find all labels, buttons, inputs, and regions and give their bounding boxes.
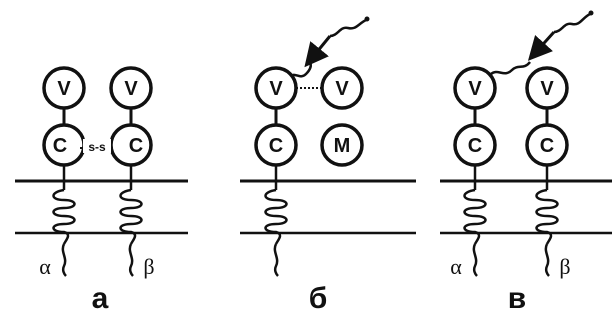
c-domain-label: C — [129, 135, 143, 157]
transmembrane-helix — [264, 188, 288, 245]
panel-a: V C α V C β s-s а — [15, 66, 188, 315]
m-domain-circle — [320, 123, 364, 167]
cytoplasmic-tail — [273, 243, 279, 277]
v-domain-label: V — [124, 78, 138, 100]
transmembrane-helix — [119, 188, 143, 245]
disulfide-bond-label: s-s — [88, 140, 106, 154]
v-domain-circle — [320, 66, 364, 110]
cytoplasmic-tail — [61, 243, 67, 277]
binding-arrow — [304, 35, 332, 68]
antigen-dot — [588, 10, 594, 16]
cytoplasmic-tail — [128, 243, 134, 277]
crosslink-squiggle — [289, 61, 313, 78]
c-domain-label: C — [540, 135, 554, 157]
binding-arrow — [527, 30, 556, 61]
v-domain-label: V — [269, 78, 283, 100]
c-domain-label: C — [269, 135, 283, 157]
crosslink-squiggle — [490, 61, 531, 76]
v-domain-label: V — [468, 78, 482, 100]
alpha-label: α — [39, 254, 51, 279]
antigen-squiggle — [553, 12, 591, 34]
transmembrane-helix — [535, 188, 559, 245]
antigen-dot — [364, 16, 370, 22]
panel-b: V C V M б — [240, 16, 416, 315]
panel-label-b: б — [309, 282, 328, 315]
c-domain-label: C — [468, 135, 482, 157]
beta-label: β — [143, 254, 154, 279]
panel-label-a: а — [92, 282, 109, 315]
transmembrane-helix — [463, 188, 487, 245]
m-domain-label: M — [334, 135, 351, 157]
antigen-squiggle — [329, 18, 367, 38]
transmembrane-helix — [52, 188, 76, 245]
panel-v: V C α V C β в — [440, 10, 612, 315]
v-domain-label: V — [540, 78, 554, 100]
c-domain-label: C — [53, 135, 67, 157]
beta-label: β — [559, 254, 570, 279]
disulfide-label-bg — [83, 139, 111, 153]
cytoplasmic-tail — [472, 243, 478, 277]
alpha-label: α — [450, 254, 462, 279]
cytoplasmic-tail — [544, 243, 550, 277]
v-domain-label: V — [57, 78, 71, 100]
v-domain-label: V — [335, 78, 349, 100]
panel-label-v: в — [508, 282, 526, 315]
